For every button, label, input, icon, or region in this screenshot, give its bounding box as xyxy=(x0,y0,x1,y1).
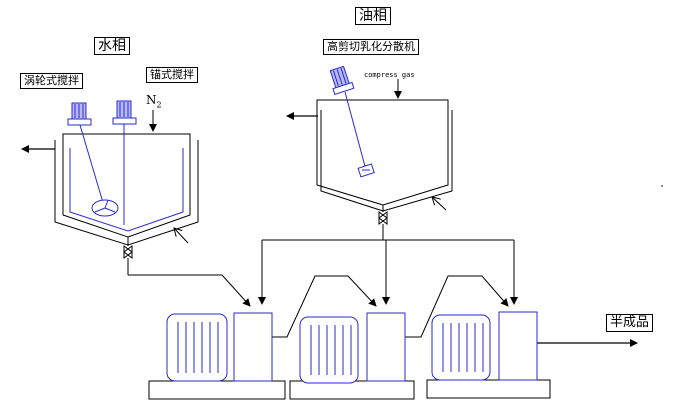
water-tank-valve-icon xyxy=(123,237,133,275)
disperser-label: 高剪切乳化分散机 xyxy=(323,39,419,55)
oil-phase-title: 油相 xyxy=(355,7,391,25)
anchor-agitator-icon xyxy=(112,100,137,225)
oil-jacket-arrow xyxy=(432,197,447,211)
piping xyxy=(128,239,638,347)
water-phase-tank xyxy=(54,133,199,246)
water-phase-title: 水相 xyxy=(94,37,130,55)
oil-tank-valve-icon xyxy=(378,205,388,240)
turbine-agitator-icon xyxy=(67,102,119,217)
compress-gas-label: compress gas xyxy=(364,71,415,79)
mixer-unit-2 xyxy=(289,312,415,400)
nitrogen-label: N2 xyxy=(146,93,162,110)
stray-dot xyxy=(661,185,663,187)
turbine-agitator-label: 涡轮式搅拌 xyxy=(20,73,83,89)
oil-phase-tank xyxy=(316,99,453,212)
water-jacket-arrow xyxy=(174,228,189,244)
anchor-agitator-label: 锚式搅拌 xyxy=(146,67,198,83)
semi-finished-product-label: 半成品 xyxy=(606,314,654,332)
disperser-icon xyxy=(329,65,375,178)
mixer-unit-1 xyxy=(148,312,286,400)
mixer-unit-3 xyxy=(426,311,551,399)
